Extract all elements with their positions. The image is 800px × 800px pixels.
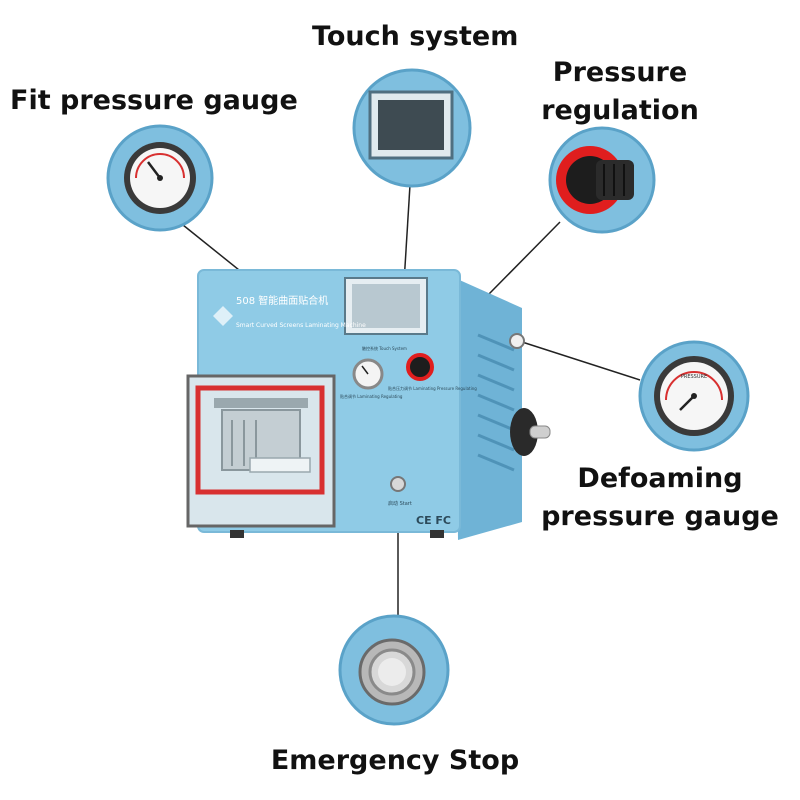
machine-model-title: 508 智能曲面贴合机 [236,296,329,307]
machine-regulator-knob [406,353,434,381]
machine-subtitle: Smart Curved Screens Laminating Machine [236,322,366,329]
machine-cert-marks: CE FC [416,514,452,527]
callout-emergency-stop-zoom [338,614,450,726]
label-emergency-stop: Emergency Stop [270,745,520,776]
brand-logo [213,306,233,326]
machine-regulator-label: 贴合压力调节 Laminating Pressure Regulating [388,386,477,391]
callout-regulator-zoom [548,126,656,234]
label-fit-pressure-gauge: Fit pressure gauge [10,85,298,116]
machine-start-button [390,476,406,492]
laminating-machine [186,269,551,540]
machine-gauge-label: 贴合调节 Laminating Regulating [340,394,403,399]
machine-touch-label: 触控系统 Touch System [362,346,407,351]
callout-touch-zoom [352,68,472,188]
label-pressure-regulation-1: Pressure [552,57,688,88]
svg-text:PRESSURE: PRESSURE [681,374,707,380]
label-defoaming-2: pressure gauge [541,501,779,532]
machine-defoaming-gauge [509,333,525,349]
leader-line-defoaming [518,340,641,381]
label-defoaming-1: Defoaming [577,463,743,494]
leader-line-touch-system [403,184,411,284]
machine-start-label: 启动 Start [388,501,412,507]
callout-fit-gauge-zoom [106,124,214,232]
callout-defoaming-zoom: PRESSURE [638,340,750,452]
label-touch-system: Touch system [312,21,519,52]
label-pressure-regulation-2: regulation [541,95,699,126]
